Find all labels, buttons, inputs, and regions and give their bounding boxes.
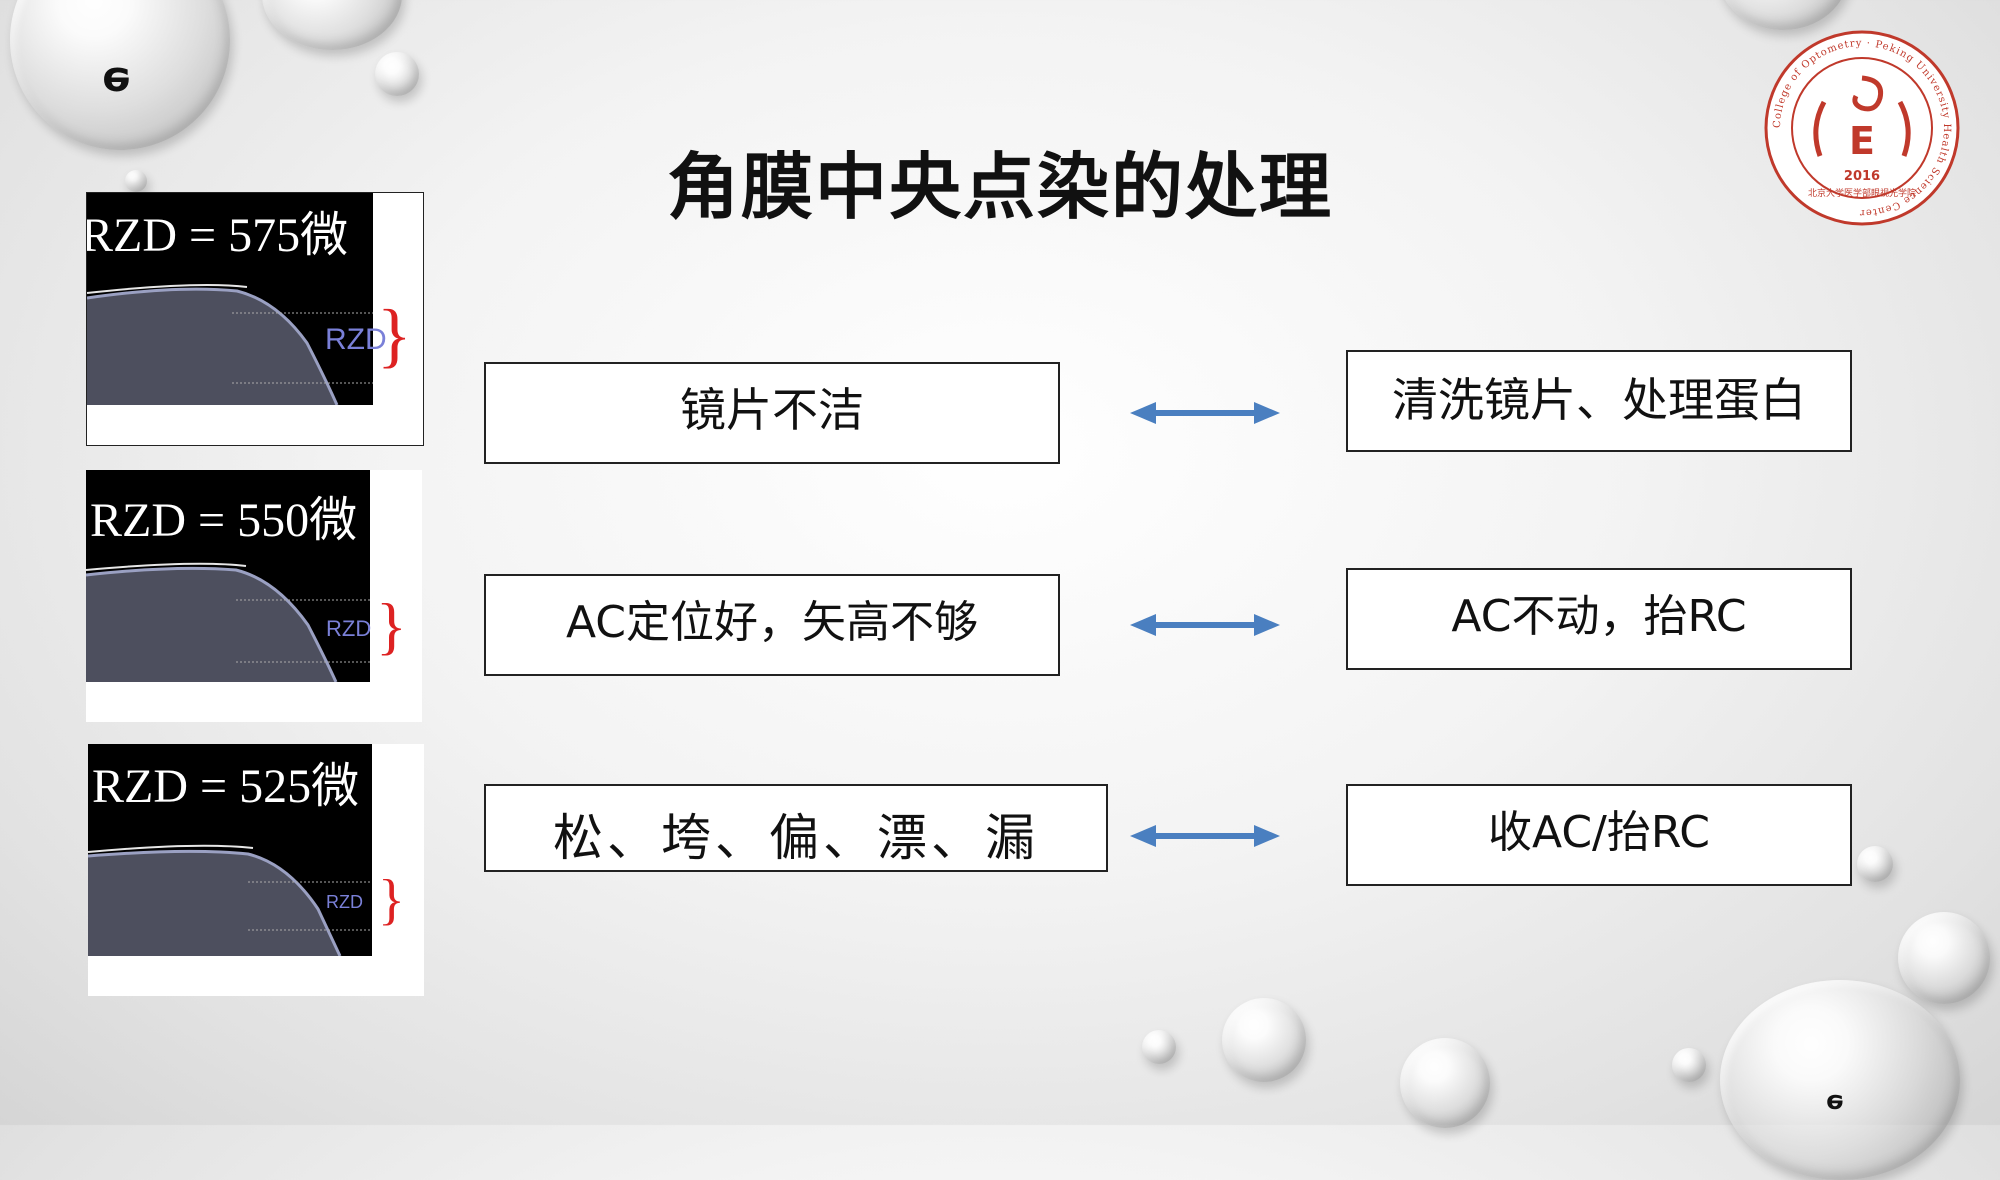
college-logo: College of Optometry · Peking University… <box>1762 28 1962 228</box>
red-brace: } <box>376 590 407 661</box>
problem-box-2: AC定位好，矢高不够 <box>484 574 1060 676</box>
double-arrow-icon <box>1130 825 1280 847</box>
rzd-thumbnail-525: RZD = 525微 RZD } <box>88 744 424 996</box>
corner-glyph-bottom-right: ǝ <box>1826 1086 1844 1116</box>
solution-text: 收AC/抬RC <box>1488 807 1710 858</box>
problem-text: 松、垮、偏、漂、漏 <box>553 809 1039 867</box>
water-drop <box>125 170 147 192</box>
slide-title: 角膜中央点染的处理 <box>666 145 1333 229</box>
corner-glyph-top-left: ǝ <box>102 52 131 101</box>
water-drop <box>1672 1048 1706 1082</box>
solution-text: 清洗镜片、处理蛋白 <box>1392 375 1806 426</box>
rzd-thumbnail-575: RZD = 575微 RZD } <box>86 192 424 446</box>
water-drop <box>375 52 419 96</box>
problem-box-3: 松、垮、偏、漂、漏 <box>484 784 1108 872</box>
rzd-thumbnail-550: RZD = 550微 RZD } <box>86 470 422 722</box>
problem-box-1: 镜片不洁 <box>484 362 1060 464</box>
rzd-caption: RZD = 525微 <box>92 760 360 813</box>
solution-text: AC不动，抬RC <box>1451 591 1747 642</box>
rzd-caption: RZD = 575微 <box>87 209 349 262</box>
oct-image: RZD = 575微 <box>87 193 373 405</box>
solution-box-2: AC不动，抬RC <box>1346 568 1852 670</box>
oct-image: RZD = 550微 <box>86 470 370 682</box>
problem-text: 镜片不洁 <box>680 385 864 436</box>
solution-box-1: 清洗镜片、处理蛋白 <box>1346 350 1852 452</box>
red-brace: } <box>377 295 412 375</box>
water-drop <box>262 0 402 50</box>
solution-box-3: 收AC/抬RC <box>1346 784 1852 886</box>
water-drop <box>1400 1038 1490 1128</box>
rzd-label: RZD <box>325 323 387 356</box>
problem-text: AC定位好，矢高不够 <box>565 597 979 648</box>
double-arrow-icon <box>1130 614 1280 636</box>
water-drop <box>1720 980 1960 1180</box>
oct-image: RZD = 525微 <box>88 744 372 956</box>
water-drop <box>1142 1030 1176 1064</box>
water-drop <box>1898 912 1990 1004</box>
rzd-caption: RZD = 550微 <box>90 494 358 547</box>
rzd-label: RZD <box>326 616 372 641</box>
double-arrow-icon <box>1130 402 1280 424</box>
red-brace: } <box>378 869 405 931</box>
logo-year: 2016 <box>1844 169 1880 184</box>
water-drop <box>1857 846 1893 882</box>
logo-letter: E <box>1849 119 1875 163</box>
water-drop <box>1222 998 1306 1082</box>
logo-chinese-name: 北京大学医学部眼视光学院 <box>1808 187 1916 199</box>
water-drop <box>1718 0 1848 30</box>
rzd-label: RZD <box>326 892 363 912</box>
